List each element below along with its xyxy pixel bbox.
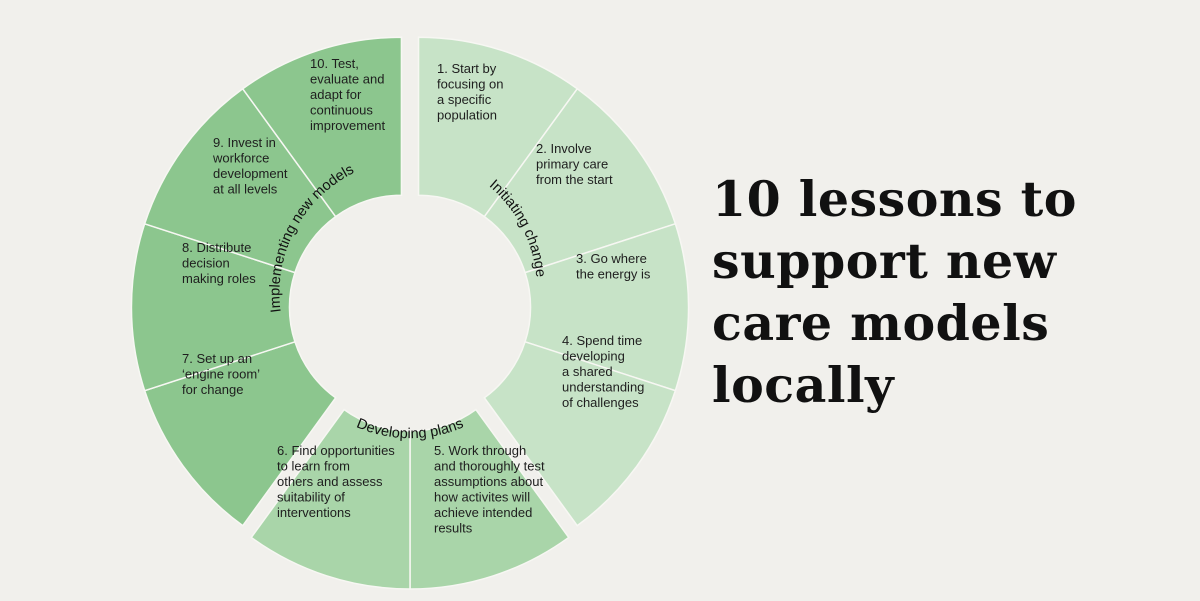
lesson-label-line: development [213,166,288,181]
lesson-label-line: suitability of [277,490,345,505]
wheel-segment-9 [143,87,337,274]
lesson-label-line: a shared [562,364,613,379]
lesson-label-line: population [437,108,497,123]
lesson-label-line: 10. Test, [310,56,359,71]
lesson-label-line: 6. Find opportunities [277,443,395,458]
wheel-segment-4 [483,340,677,527]
wheel-segment-2 [483,87,677,274]
wheel-segment-10 [241,36,403,218]
lesson-label-line: to learn from [277,459,350,474]
lesson-label-line: 2. Involve [536,141,592,156]
lesson-label-line: how activites will [434,490,530,505]
lesson-label-line: making roles [182,271,256,286]
lesson-label-line: and thoroughly test [434,459,545,474]
lesson-label-line: primary care [536,157,608,172]
wheel-segment-5 [409,408,570,590]
lesson-label-line: ‘engine room’ [182,367,260,382]
lesson-label-line: 1. Start by [437,61,497,76]
lesson-label-line: continuous [310,103,373,118]
lesson-label-line: a specific [437,92,492,107]
lesson-label-line: from the start [536,172,613,187]
lesson-label-line: 8. Distribute [182,240,251,255]
lesson-label-line: focusing on [437,77,504,92]
lesson-label-line: for change [182,382,243,397]
lesson-label-line: 3. Go where [576,251,647,266]
lesson-label-line: 9. Invest in [213,135,276,150]
lesson-label-line: the energy is [576,267,651,282]
lesson-label-7: 7. Set up an‘engine room’for change [182,351,260,397]
wheel-segments [130,36,690,590]
lesson-label-line: understanding [562,380,644,395]
lesson-label-line: decision [182,256,230,271]
lesson-label-line: 5. Work through [434,443,526,458]
lesson-label-line: assumptions about [434,474,544,489]
lesson-label-line: developing [562,349,625,364]
lesson-label-line: of challenges [562,395,639,410]
wheel-segment-1 [417,36,579,218]
lesson-label-line: 7. Set up an [182,351,252,366]
lesson-label-line: improvement [310,118,386,133]
lesson-label-line: adapt for [310,87,362,102]
lesson-label-line: results [434,521,473,536]
lesson-label-line: workforce [212,151,269,166]
lesson-label-line: others and assess [277,474,383,489]
lesson-label-line: interventions [277,505,351,520]
lesson-label-line: achieve intended [434,505,532,520]
wheel-segment-8 [130,222,296,392]
wheel-segment-7 [143,340,337,527]
lesson-label-line: evaluate and [310,72,384,87]
lesson-label-line: at all levels [213,182,278,197]
lesson-label-line: 4. Spend time [562,333,642,348]
headline: 10 lessons to support new care models lo… [712,170,1077,414]
wheel-segment-3 [524,222,690,392]
wheel-segment-6 [250,408,411,590]
